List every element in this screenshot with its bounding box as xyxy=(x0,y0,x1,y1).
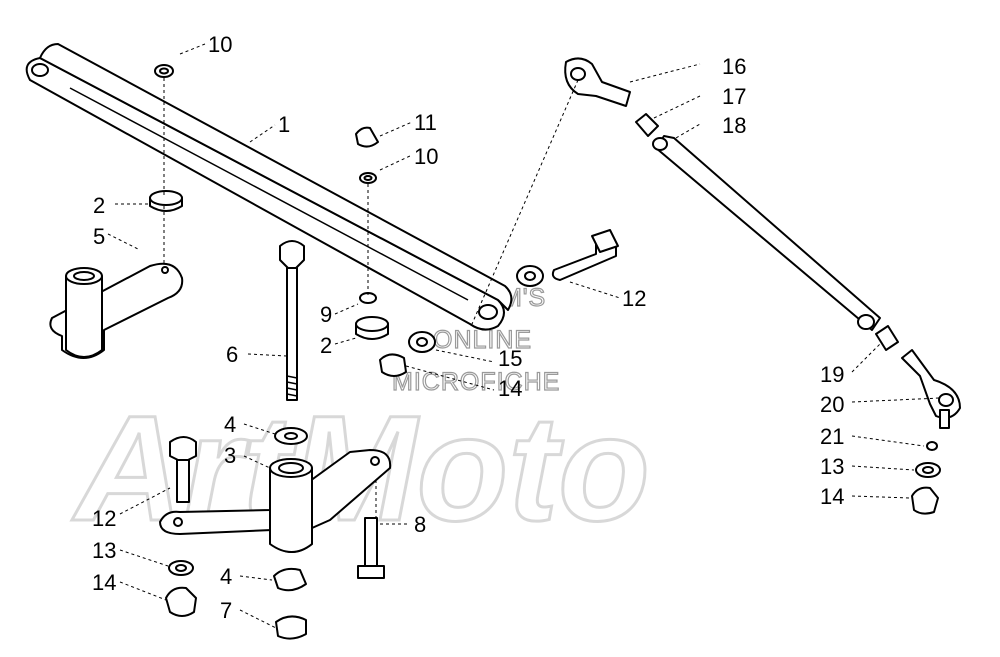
callout-8: 8 xyxy=(414,512,426,537)
callout-2b: 2 xyxy=(320,333,332,358)
nut-14a xyxy=(379,353,407,377)
callout-14c: 14 xyxy=(820,484,844,509)
cap-nut-7 xyxy=(275,615,307,640)
callout-15: 15 xyxy=(498,346,522,371)
tie-rod xyxy=(564,57,961,515)
callout-12a: 12 xyxy=(622,286,646,311)
callout-9: 9 xyxy=(320,302,332,327)
callout-14b: 14 xyxy=(92,570,116,595)
jam-nut-17 xyxy=(635,113,659,137)
long-bolt xyxy=(279,240,305,401)
callout-11: 11 xyxy=(414,110,437,135)
callouts: 10 1 11 10 2 5 9 2 6 15 14 12 4 3 12 8 1… xyxy=(92,32,844,623)
nut-4b xyxy=(273,567,307,592)
nut-14c xyxy=(911,486,939,515)
callout-7: 7 xyxy=(220,598,232,623)
center-arm xyxy=(159,449,392,553)
lower-arm xyxy=(49,262,184,359)
rod-end-16 xyxy=(564,57,631,107)
tube-18 xyxy=(655,135,881,331)
callout-19: 19 xyxy=(820,362,844,387)
rod-end-20 xyxy=(901,349,961,419)
bolt-8 xyxy=(357,517,385,579)
locknut-11 xyxy=(355,126,379,148)
callout-3: 3 xyxy=(224,443,236,468)
callout-13b: 13 xyxy=(820,454,844,479)
hardware xyxy=(149,64,544,640)
callout-5: 5 xyxy=(93,224,105,249)
washer-21 xyxy=(926,441,938,451)
callout-13a: 13 xyxy=(92,538,116,563)
callout-12b: 12 xyxy=(92,506,116,531)
callout-1: 1 xyxy=(278,112,290,137)
leader-lines xyxy=(107,43,941,629)
callout-17: 17 xyxy=(722,84,746,109)
callout-4b: 4 xyxy=(220,564,232,589)
callout-10a: 10 xyxy=(208,32,232,57)
jam-nut-19 xyxy=(875,325,899,351)
callout-14a: 14 xyxy=(498,376,522,401)
nut-14b xyxy=(165,586,197,617)
steering-arm-bar xyxy=(25,43,513,331)
callout-2a: 2 xyxy=(93,193,105,218)
bolt-right xyxy=(551,229,619,281)
callout-10b: 10 xyxy=(414,144,438,169)
callout-20: 20 xyxy=(820,392,844,417)
bolt-left xyxy=(169,436,197,503)
callout-6: 6 xyxy=(226,342,238,367)
callout-21: 21 xyxy=(820,424,844,449)
watermark-line-3: MICROFICHE xyxy=(392,368,560,396)
callout-16: 16 xyxy=(722,54,746,79)
callout-18: 18 xyxy=(722,113,746,138)
callout-4a: 4 xyxy=(224,412,236,437)
